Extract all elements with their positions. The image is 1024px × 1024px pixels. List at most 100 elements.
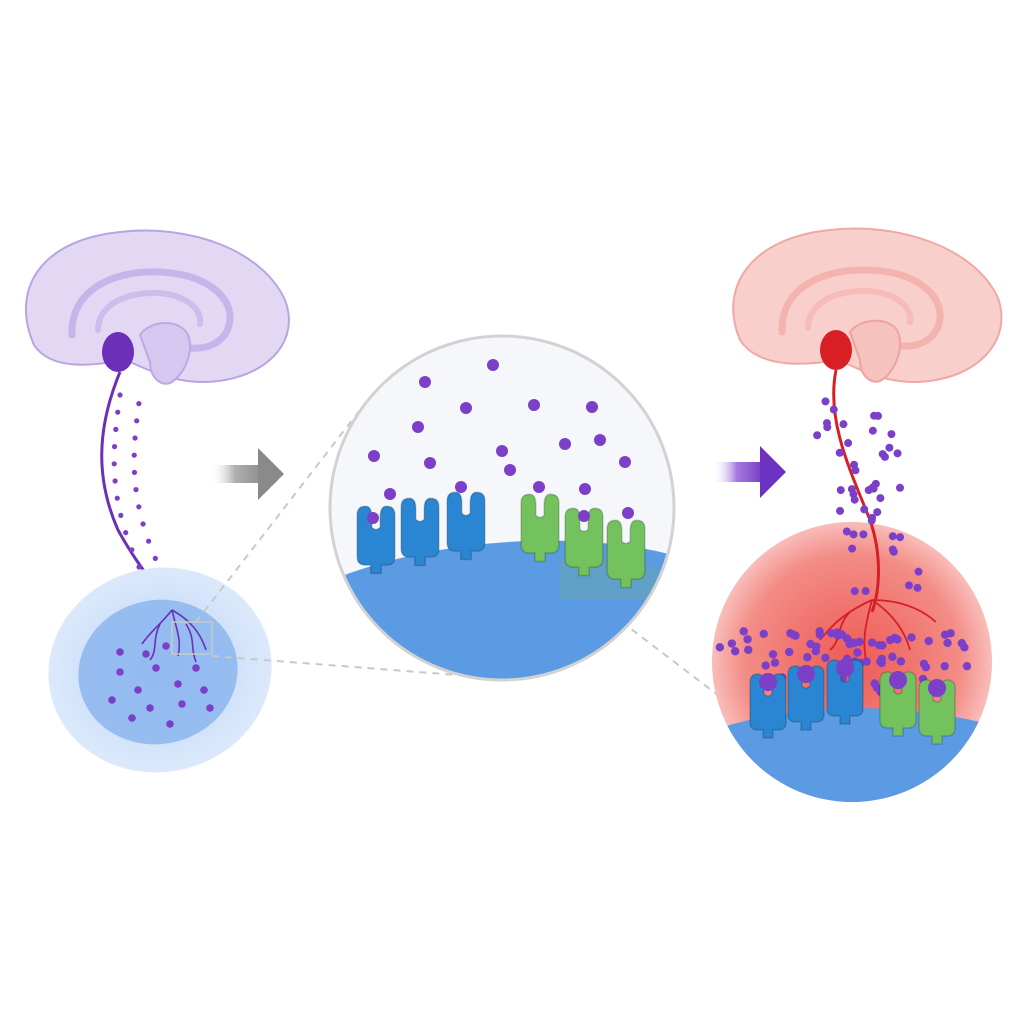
molecule-dot [874,411,883,420]
molecule-dot [114,495,120,501]
molecule-dot [759,629,768,639]
molecule-dot [116,648,124,656]
bound-molecule [836,659,854,677]
molecule-dot [133,487,139,493]
brain-illustration-left [25,229,290,385]
molecule-dot [850,587,859,596]
molecule-dot [140,521,146,527]
molecule-dot [873,508,882,517]
target-region-left [48,567,272,773]
molecule-dot [622,507,634,519]
molecule-dot [940,661,949,671]
bound-molecule [797,665,815,683]
molecule-dot [123,530,129,536]
molecule-dot [533,481,545,493]
molecule-dot [455,481,467,493]
molecule-dot [876,494,885,503]
molecule-dot [843,634,852,644]
molecule-dot [132,435,138,441]
molecule-dot [142,650,150,658]
molecule-dot [134,686,142,694]
molecule-dot [829,405,838,414]
molecule-dot [131,452,137,458]
molecule-dot [888,545,897,554]
molecule-dot [867,516,876,525]
molecule-dot [896,533,905,542]
molecule-dot [940,630,950,639]
molecule-dot [860,505,869,514]
molecule-dot [813,431,822,440]
molecule-dot [803,653,812,662]
molecule-dot [146,538,152,544]
brain-inner-fold-left [68,268,234,352]
molecule-dot [744,645,753,655]
molecule-dot [887,430,896,439]
zoom-connectors [195,409,741,713]
molecule-dot [419,376,431,388]
molecule-dot [962,661,972,671]
molecule-dot [715,643,725,652]
molecule-dot [559,438,571,450]
molecule-dot [178,700,186,708]
released-molecules-left [108,642,214,728]
synapse-zoom-panel [328,334,676,682]
molecule-dot [504,464,516,476]
nucleus-right [820,330,852,370]
molecule-dot [842,527,851,536]
molecule-dot [152,555,158,562]
molecule-dot [131,469,138,475]
bound-molecule [759,673,777,691]
postsynaptic-membrane-right [712,708,992,802]
molecule-dot [839,420,848,429]
molecule-dot [913,583,922,592]
molecule-dot [460,402,472,414]
molecule-dot [888,652,897,661]
molecule-dot [152,664,160,672]
molecule-dot [727,639,737,648]
transition-arrow-2 [712,446,786,498]
molecule-dot [761,661,770,670]
molecule-dot [367,512,379,524]
molecule-dot [861,587,870,596]
molecule-dot [878,450,887,459]
bound-molecule [928,679,946,697]
receptors-right [749,659,956,745]
molecule-dot [893,635,902,644]
molecule-dot [174,680,182,688]
molecule-dot [811,646,821,656]
zoom-selection-box [171,621,213,655]
molecule-dot [943,638,952,648]
molecule-dot [206,704,214,712]
molecule-dot [136,564,142,570]
molecule-dot [821,397,830,406]
molecule-dot [864,486,873,495]
brainstem-left [138,322,191,385]
molecule-dot [768,650,778,659]
molecule-dot [770,658,780,667]
molecule-dot [859,530,868,539]
molecule-dot [849,530,858,539]
molecule-dot [136,504,142,510]
molecule-dot [487,359,499,371]
molecule-dot [888,532,897,541]
molecule-dot [904,581,913,590]
transition-arrow-1 [210,448,284,500]
molecule-dot [111,461,117,467]
molecule-dot [877,654,886,664]
molecule-dot [848,544,857,553]
molecule-dot [821,653,830,663]
molecule-dot [118,512,124,519]
molecule-dot [786,629,795,638]
molecule-dot [914,567,923,576]
molecule-dot [836,506,845,515]
molecule-dot [108,696,116,704]
molecule-dot [368,450,380,462]
molecule-dot [896,657,906,666]
axon-molecules-right [813,397,923,596]
molecule-dot [849,490,858,499]
molecule-dot [424,457,436,469]
axon-terminal-branches-left [141,609,207,663]
molecule-dot [146,704,154,712]
molecule-dot [836,486,845,495]
molecule-dot [886,635,895,645]
